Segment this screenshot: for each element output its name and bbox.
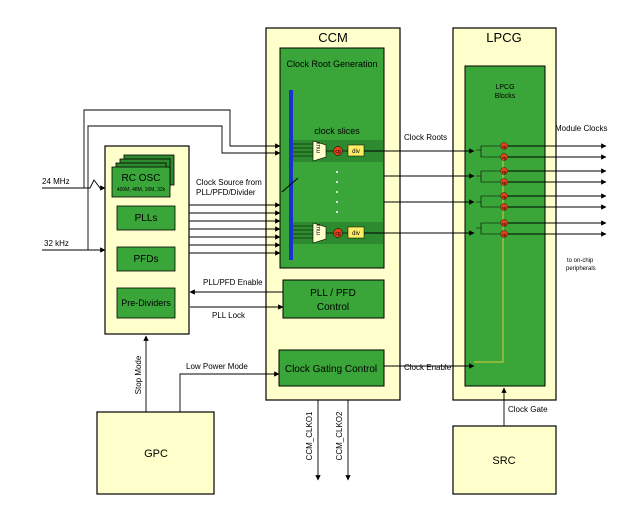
lpcg-blocks-label-2: Blocks	[495, 93, 516, 100]
div-bottom-box	[347, 226, 365, 239]
clock-gate-label: Clock Gate	[508, 405, 548, 414]
input-32khz-label: 32 kHz	[44, 239, 69, 248]
pfds-label: PFDs	[134, 254, 159, 265]
slice-ellipsis	[336, 171, 338, 213]
lpcg-blocks-label-1: LPCG	[495, 84, 514, 91]
svg-text:cg: cg	[502, 232, 506, 237]
clock-gating-control-label: Clock Gating Control	[285, 364, 377, 375]
clock-roots-label: Clock Roots	[404, 133, 447, 142]
clock-slices-label: clock slices	[314, 126, 360, 136]
pll-pfd-control-label-1: PLL / PFD	[310, 288, 356, 299]
rc-osc-box	[111, 166, 171, 198]
pll-pfd-control-label-2: Control	[317, 302, 349, 313]
cg-bottom-icon	[333, 228, 343, 238]
cg-top-label: cg	[335, 149, 341, 155]
ccm-clko2-label: CCM_CLKO2	[335, 411, 344, 460]
mux-bottom-label: mux	[316, 224, 322, 235]
div-top-box	[347, 144, 365, 157]
clock-enable-label: Clock Enable	[404, 363, 452, 372]
input-24mhz-label: 24 MHz	[42, 177, 70, 186]
rc-osc-label: RC OSC	[122, 173, 161, 184]
on-chip-label-1: to on-chip	[567, 258, 594, 264]
cg-top-icon	[333, 146, 343, 156]
pll-pfd-enable-label: PLL/PFD Enable	[203, 278, 263, 287]
svg-text:cg: cg	[502, 144, 506, 149]
pfds-box	[116, 246, 176, 272]
on-chip-label-2: peripherals	[566, 266, 596, 272]
mux-bottom-icon	[312, 222, 327, 244]
div-bottom-label: div	[352, 231, 360, 237]
mux-top-icon	[312, 140, 327, 162]
cg-bottom-label: cg	[335, 231, 341, 237]
gpc-label: GPC	[144, 448, 168, 460]
clock-gating-control-box	[278, 349, 385, 387]
stop-mode-label: Stop Mode	[134, 355, 143, 394]
pll-lock-label: PLL Lock	[212, 311, 246, 320]
gpc-block	[96, 411, 215, 495]
lpcg-cg-cells: cg cg cg cg cg cg cg cg	[500, 142, 508, 238]
low-power-mode-label: Low Power Mode	[186, 362, 248, 371]
ccm-title: CCM	[318, 30, 348, 45]
svg-text:cg: cg	[502, 169, 506, 174]
src-block	[452, 425, 557, 495]
pre-dividers-box	[116, 287, 176, 319]
module-clocks-label: Module Clocks	[555, 124, 607, 133]
div-top-label: div	[352, 149, 360, 155]
svg-text:cg: cg	[502, 155, 506, 160]
mux-top-label: mux	[316, 142, 322, 153]
lpcg-title: LPCG	[486, 30, 521, 45]
clock-root-generation-label: Clock Root Generation	[286, 59, 377, 69]
svg-text:cg: cg	[502, 194, 506, 199]
pre-dividers-label: Pre-Dividers	[121, 298, 171, 308]
clock-source-label-1: Clock Source from	[196, 178, 262, 187]
clock-source-label-2: PLL/PFD/Divider	[196, 188, 256, 197]
svg-text:cg: cg	[502, 180, 506, 185]
ccm-clko1-label: CCM_CLKO1	[305, 411, 314, 460]
src-label: SRC	[492, 455, 515, 467]
plls-box	[116, 205, 176, 231]
svg-text:cg: cg	[502, 205, 506, 210]
plls-label: PLLs	[135, 213, 158, 224]
rc-osc-sublabel: 400M, 48M, 16M, 32k	[117, 187, 166, 193]
clock-source-bus	[289, 90, 293, 260]
svg-text:cg: cg	[502, 221, 506, 226]
pll-pfd-control-box	[282, 279, 385, 319]
